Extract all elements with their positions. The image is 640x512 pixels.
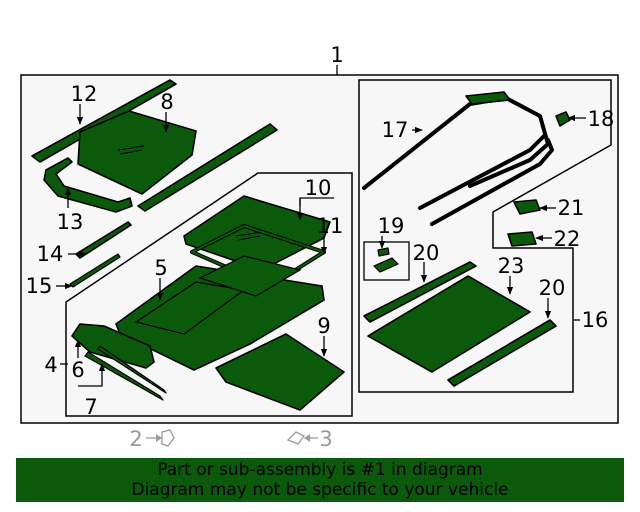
callout-5: 5: [154, 256, 167, 280]
callout-17: 17: [382, 118, 409, 142]
footer-line-2: Diagram may not be specific to your vehi…: [131, 480, 509, 500]
part-22-control-module[interactable]: [507, 231, 537, 247]
callout-16: 16: [582, 308, 609, 332]
callout-7: 7: [84, 395, 97, 419]
glass-mark: [235, 231, 263, 237]
part-19-clip[interactable]: [377, 247, 390, 257]
callout-19: 19: [378, 214, 405, 238]
frame-opening-rear: [198, 255, 302, 297]
callout-22: 22: [554, 227, 581, 251]
part-17-drive-cable-mid[interactable]: [418, 134, 546, 210]
footer-note: Part or sub-assembly is #1 in diagram Di…: [16, 458, 624, 502]
part-20-guide-rail-left[interactable]: [363, 261, 477, 323]
callout-3: 3: [319, 427, 332, 451]
drive-subassembly-box: [358, 79, 612, 393]
callout-23: 23: [498, 254, 525, 278]
leader-3-arrow: [304, 434, 310, 442]
part-23-sunshade[interactable]: [367, 275, 531, 373]
part-20-guide-rail-right[interactable]: [447, 319, 557, 387]
footer-banner: [16, 458, 624, 502]
callout-20-left: 20: [413, 241, 440, 265]
glass-mark: [237, 235, 261, 241]
callout-2: 2: [129, 427, 142, 451]
part-17-drive-cable-lower[interactable]: [430, 138, 554, 226]
part-4-deflector[interactable]: [71, 323, 155, 369]
fastener-2-icon[interactable]: [161, 429, 175, 447]
part-14-drain-hose[interactable]: [75, 221, 132, 259]
glass-subassembly-box: [65, 172, 353, 417]
part-19-box: [363, 241, 410, 281]
callout-1: 1: [330, 43, 343, 67]
callout-6: 6: [71, 358, 84, 382]
callout-14: 14: [37, 242, 64, 266]
callout-10: 10: [305, 176, 332, 200]
part-7-seal[interactable]: [97, 345, 167, 394]
leader-2-arrow: [156, 434, 162, 442]
callout-9: 9: [317, 314, 330, 338]
leader-7: [78, 363, 106, 387]
callout-18: 18: [588, 107, 615, 131]
part-17-motor-bracket[interactable]: [465, 91, 511, 105]
glass-mark: [117, 145, 145, 151]
footer-line-1: Part or sub-assembly is #1 in diagram: [157, 460, 483, 480]
callout-20-right: 20: [539, 276, 566, 300]
callout-21: 21: [558, 196, 585, 220]
callout-12: 12: [71, 82, 98, 106]
part-12-roof-molding-right[interactable]: [137, 123, 278, 212]
fastener-3-icon[interactable]: [286, 431, 305, 445]
glass-mark: [119, 149, 143, 155]
callout-15: 15: [26, 274, 53, 298]
callout-4: 4: [44, 353, 57, 377]
part-9-sunshade[interactable]: [215, 333, 345, 411]
part-17-drive-cable[interactable]: [362, 96, 550, 190]
part-19-bracket[interactable]: [373, 257, 399, 273]
callout-8: 8: [160, 90, 173, 114]
callout-13: 13: [57, 210, 84, 234]
part-13-wind-deflector[interactable]: [43, 157, 133, 213]
callout-11: 11: [317, 214, 344, 238]
